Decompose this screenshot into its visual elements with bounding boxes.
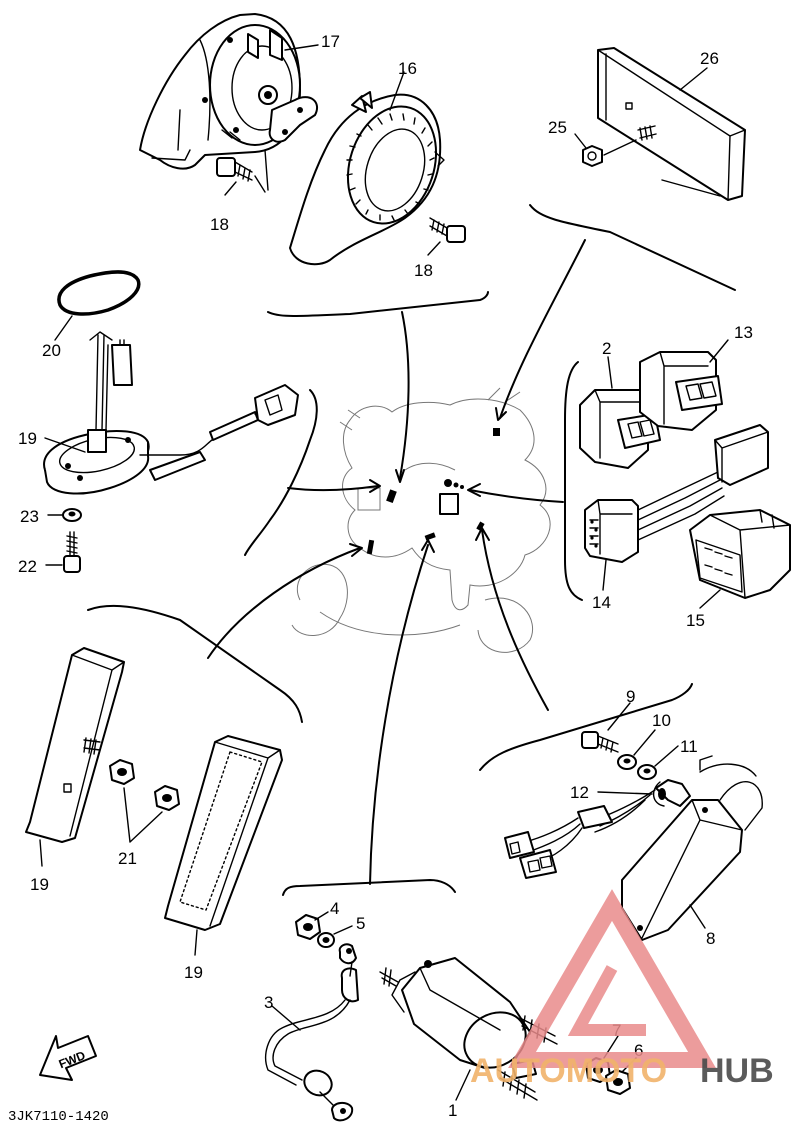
label-26: 25 <box>548 118 567 137</box>
clamp-12 <box>653 779 691 807</box>
label-17: 17 <box>321 32 340 51</box>
leader-12 <box>597 791 653 795</box>
tail-light-25 <box>597 47 746 201</box>
label-15: 15 <box>686 611 705 630</box>
leader-18-left <box>224 181 237 196</box>
label-13: 13 <box>734 323 753 342</box>
connector-13 <box>639 351 723 431</box>
regulator-8 <box>504 755 763 941</box>
drawing-code: 3JK7110-1420 <box>8 1109 109 1125</box>
connector-15 <box>689 509 791 599</box>
watermark-text-part1: AUTOMOTO <box>470 1052 667 1090</box>
lead-wire-3 <box>264 943 359 1122</box>
leader-13 <box>709 339 729 363</box>
label-1: 1 <box>448 1101 457 1120</box>
leader-18-right <box>427 241 441 256</box>
leader-3 <box>271 1005 301 1031</box>
bolt-9 <box>581 731 619 753</box>
connector-2 <box>579 389 661 469</box>
label-10: 10 <box>652 711 671 730</box>
washer-5 <box>317 932 335 948</box>
leader-2 <box>607 356 613 389</box>
part-number-labels: 17 16 18 18 26 25 20 19 23 22 2 13 14 15… <box>18 32 753 1120</box>
label-18-left: 18 <box>210 215 229 234</box>
label-18-right: 18 <box>414 261 433 280</box>
label-19-right: 19 <box>184 963 203 982</box>
screw-26 <box>582 125 657 167</box>
label-22: 20 <box>42 341 61 360</box>
label-14: 14 <box>592 593 611 612</box>
watermark-logo: AUTOMOTO HUB <box>470 889 774 1090</box>
leader-9 <box>607 702 631 731</box>
label-16: 16 <box>398 59 417 78</box>
washer-10 <box>617 754 637 770</box>
leader-21 <box>44 437 86 453</box>
leader-25 <box>679 67 708 91</box>
label-4: 4 <box>330 899 339 918</box>
leader-5 <box>333 925 353 935</box>
watermark-text-part2: HUB <box>700 1052 774 1090</box>
leader-15 <box>699 589 721 609</box>
leader-16 <box>389 71 405 111</box>
label-12: 12 <box>570 783 589 802</box>
label-9: 9 <box>626 687 635 706</box>
nut-20-b <box>154 785 180 811</box>
label-23: 22 <box>18 557 37 576</box>
label-2: 2 <box>602 339 611 358</box>
leader-8 <box>689 904 706 929</box>
bolt-18-right <box>429 217 466 243</box>
screw-23 <box>63 531 81 573</box>
leader-17 <box>284 44 319 51</box>
label-19-left: 19 <box>30 875 49 894</box>
leader-22 <box>54 315 73 341</box>
leader-1 <box>455 1069 471 1101</box>
leader-14 <box>602 559 607 591</box>
connector-14 <box>584 424 769 563</box>
washer-11 <box>637 764 657 780</box>
label-24: 23 <box>20 507 39 526</box>
motorcycle-outline <box>291 387 551 653</box>
gasket-22 <box>57 270 141 316</box>
label-21: 19 <box>18 429 37 448</box>
horn-16 <box>289 91 445 266</box>
leader-19-left <box>39 839 43 867</box>
leader-10 <box>633 729 656 756</box>
reflector-19-left <box>25 647 125 843</box>
leader-4 <box>314 911 329 921</box>
fuel-sender-21 <box>43 331 299 495</box>
leader-11 <box>654 745 679 767</box>
group-brackets <box>87 204 736 896</box>
leader-20 <box>123 787 163 843</box>
label-3: 3 <box>264 993 273 1012</box>
fwd-arrow-icon: FWD <box>39 1035 97 1081</box>
label-6: 6 <box>634 1041 643 1060</box>
horn-17 <box>139 13 318 170</box>
nut-6 <box>605 1069 631 1095</box>
label-5: 5 <box>356 914 365 933</box>
washer-24 <box>62 508 82 522</box>
leader-19-right <box>194 929 198 956</box>
reflector-19-right <box>164 735 283 931</box>
nut-4 <box>295 914 321 940</box>
label-8: 8 <box>706 929 715 948</box>
label-11: 11 <box>680 737 698 756</box>
label-25: 26 <box>700 49 719 68</box>
label-20: 21 <box>118 849 137 868</box>
bolt-18-left <box>216 149 269 193</box>
leader-26 <box>574 133 587 149</box>
nut-20-a <box>109 759 135 785</box>
